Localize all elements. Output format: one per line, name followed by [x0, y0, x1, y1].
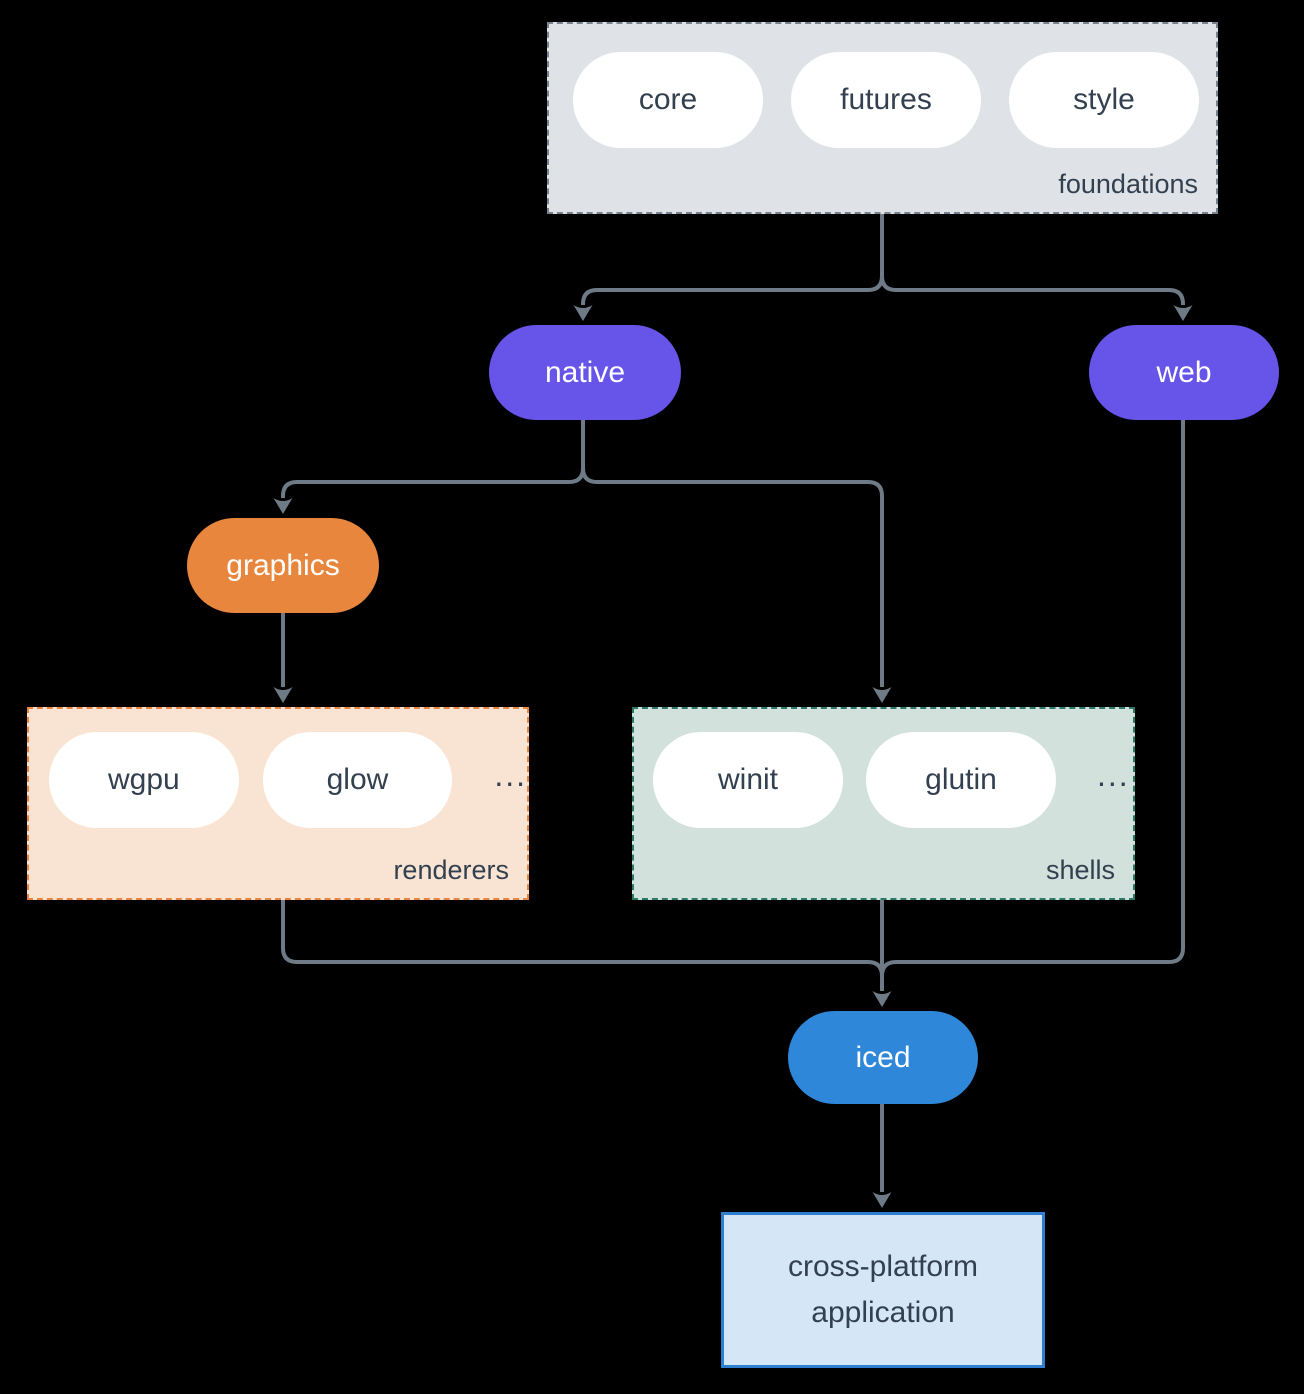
edge-native-graphics: [281, 467, 585, 498]
edge-foundations-native: [581, 275, 884, 305]
edge-native-shells: [581, 467, 884, 687]
node-glow-label: glow: [326, 763, 389, 796]
node-iced-label: iced: [855, 1040, 911, 1074]
group-foundations: core futures style foundations: [547, 22, 1218, 214]
arrowhead-shells: [872, 687, 892, 703]
node-glutin-label: glutin: [925, 763, 997, 796]
node-wgpu: wgpu: [49, 732, 239, 828]
node-native-label: native: [544, 355, 626, 389]
edge-foundations-web: [880, 275, 1185, 305]
node-web-label: web: [1156, 355, 1212, 389]
renderers-group-label: renderers: [393, 855, 509, 885]
shells-pills: winit glutin ...: [634, 709, 1133, 828]
arrowhead-native: [573, 305, 593, 321]
renderers-ellipsis: ...: [494, 756, 527, 793]
arrowhead-application: [872, 1192, 892, 1208]
shells-group-label: shells: [1045, 855, 1115, 885]
node-glutin: glutin: [866, 732, 1056, 828]
group-renderers: wgpu glow ... renderers: [27, 707, 529, 900]
foundations-pills: core futures style: [549, 24, 1216, 148]
node-graphics: graphics: [187, 518, 379, 613]
node-web: web: [1089, 325, 1279, 420]
node-futures-label: futures: [840, 83, 932, 116]
foundations-group-label: foundations: [1058, 169, 1198, 199]
node-glow: glow: [262, 732, 453, 828]
edge-renderers-iced: [281, 900, 884, 977]
arrowhead-renderers: [273, 687, 293, 703]
node-style-label: style: [1073, 83, 1135, 116]
node-wgpu-label: wgpu: [107, 763, 180, 796]
arrowhead-web: [1173, 305, 1193, 321]
node-cross-platform-application: cross-platform application: [721, 1212, 1045, 1368]
node-winit-label: winit: [717, 763, 778, 796]
node-futures: futures: [791, 52, 981, 148]
renderers-pills: wgpu glow ...: [29, 709, 527, 828]
node-iced: iced: [788, 1011, 978, 1104]
node-style: style: [1009, 52, 1199, 148]
node-winit: winit: [653, 732, 843, 828]
application-label-line2: application: [811, 1296, 955, 1329]
node-core-label: core: [638, 83, 698, 116]
node-native: native: [489, 325, 681, 420]
group-shells: winit glutin ... shells: [632, 707, 1135, 900]
arrowhead-iced: [872, 991, 892, 1007]
application-label-line1: cross-platform: [787, 1250, 979, 1283]
shells-ellipsis: ...: [1097, 756, 1130, 793]
arrowhead-graphics: [273, 498, 293, 514]
node-graphics-label: graphics: [226, 548, 340, 582]
node-core: core: [573, 52, 763, 148]
